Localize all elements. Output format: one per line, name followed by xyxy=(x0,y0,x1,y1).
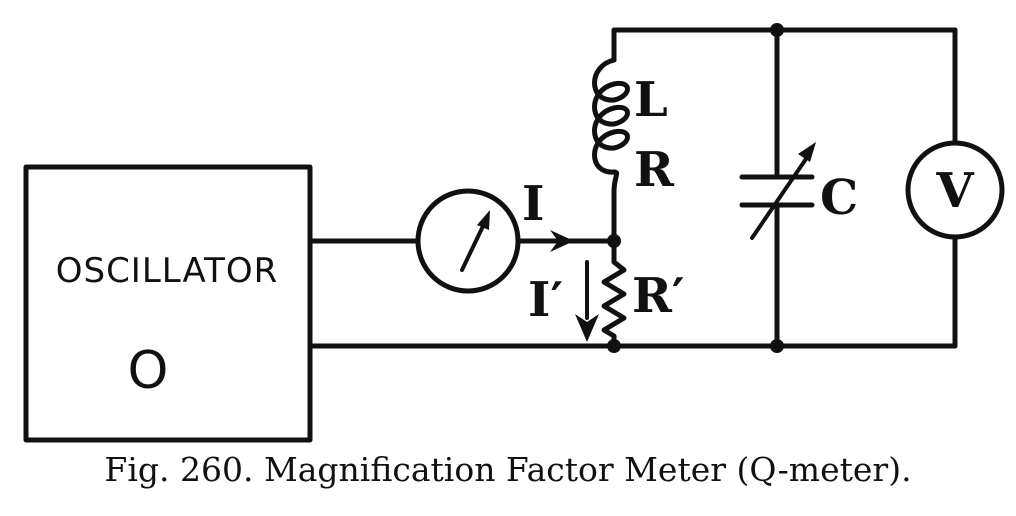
inductor-coil xyxy=(592,57,630,195)
voltmeter-label: V xyxy=(935,163,974,219)
wire-top xyxy=(611,27,958,63)
shunt-current-label: I′ xyxy=(528,272,563,328)
oscillator-symbol: O xyxy=(128,341,169,401)
capacitor-variable-arrow-head xyxy=(798,142,816,162)
q-meter-circuit-diagram: OSCILLATOR O I L R R′ I′ C V xyxy=(23,23,1005,443)
resistance-label: R xyxy=(634,142,675,198)
shunt-current-arrow-head xyxy=(575,314,599,342)
voltmeter-circle xyxy=(905,140,1005,240)
current-label: I xyxy=(522,176,544,232)
capacitor-label: C xyxy=(820,170,858,226)
junction-dot-lower xyxy=(607,339,621,353)
shunt-resistor-label: R′ xyxy=(632,268,685,324)
oscillator-label: OSCILLATOR xyxy=(56,251,279,291)
current-arrow xyxy=(550,230,574,252)
capacitor-variable-arrow xyxy=(750,154,810,240)
ammeter-needle-head xyxy=(477,210,490,230)
ammeter-circle xyxy=(415,188,521,294)
inductance-label: L xyxy=(634,72,668,128)
ammeter-needle xyxy=(460,220,487,272)
shunt-resistor xyxy=(601,238,627,349)
junction-dot-upper xyxy=(607,234,621,248)
figure-caption: Fig. 260. Magnification Factor Meter (Q-… xyxy=(104,450,912,489)
oscillator-box xyxy=(23,164,313,443)
